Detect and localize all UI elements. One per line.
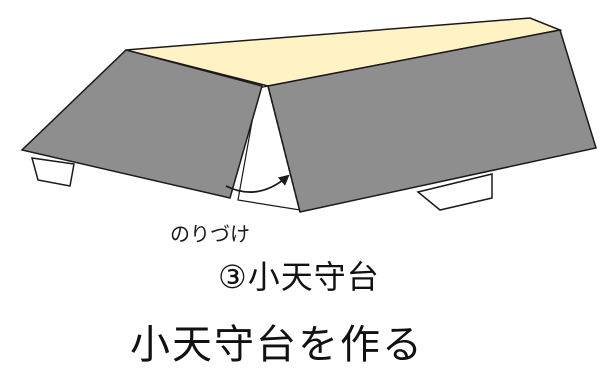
left-roof-panel: [20, 49, 263, 199]
caption: 小天守台を作る: [130, 322, 424, 368]
glue-arrow: [225, 174, 290, 193]
glue-tab-left: [30, 157, 75, 187]
step-label: ③小天守台: [218, 258, 380, 296]
fold-line: [267, 85, 301, 213]
glue-tab-right: [416, 173, 493, 211]
glue-label: のりづけ: [170, 222, 250, 246]
